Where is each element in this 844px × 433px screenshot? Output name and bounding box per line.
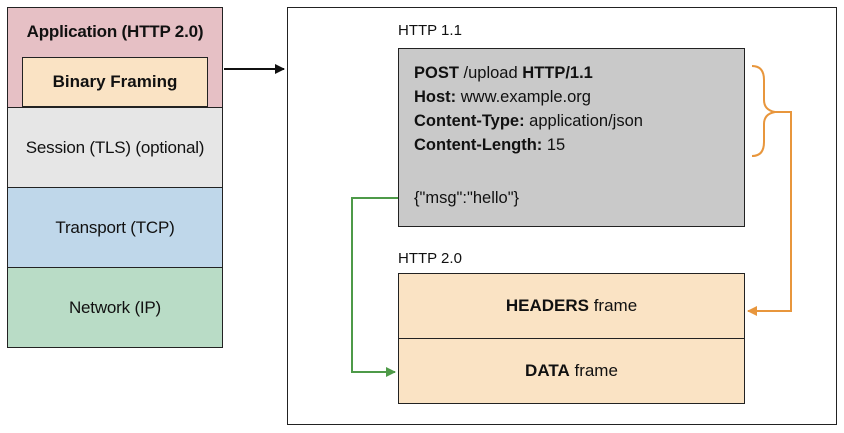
http-comparison-panel bbox=[287, 7, 837, 425]
session-layer: Session (TLS) (optional) bbox=[7, 107, 223, 188]
header-line-content-length: Content-Length: 15 bbox=[414, 136, 565, 155]
request-path: /upload bbox=[458, 64, 523, 82]
http2-caption: HTTP 2.0 bbox=[398, 250, 462, 267]
headers-frame: HEADERS frame bbox=[398, 273, 745, 339]
header-line-host: Host: www.example.org bbox=[414, 88, 591, 107]
header-name: Content-Type: bbox=[414, 112, 525, 130]
http11-request-box: POST /upload HTTP/1.1 Host: www.example.… bbox=[398, 48, 745, 227]
transport-layer-label: Transport (TCP) bbox=[55, 217, 175, 237]
header-value: 15 bbox=[542, 136, 566, 154]
headers-arrow bbox=[747, 111, 792, 316]
session-layer-label: Session (TLS) (optional) bbox=[25, 137, 205, 157]
header-name: Content-Length: bbox=[414, 136, 543, 154]
binary-framing-label: Binary Framing bbox=[52, 72, 178, 91]
network-layer: Network (IP) bbox=[7, 267, 223, 348]
request-line: POST /upload HTTP/1.1 bbox=[414, 64, 593, 83]
data-arrow bbox=[351, 197, 398, 377]
application-layer-label: Application (HTTP 2.0) bbox=[26, 22, 204, 41]
headers-brace bbox=[751, 65, 776, 157]
headers-frame-suffix: frame bbox=[588, 296, 638, 315]
headers-frame-type: HEADERS bbox=[505, 296, 589, 315]
binary-framing-layer: Binary Framing bbox=[22, 57, 208, 107]
http11-caption: HTTP 1.1 bbox=[398, 22, 462, 39]
header-line-content-type: Content-Type: application/json bbox=[414, 112, 643, 131]
network-layer-label: Network (IP) bbox=[68, 297, 162, 317]
data-frame-type: DATA bbox=[525, 361, 570, 380]
header-name: Host: bbox=[414, 88, 457, 106]
request-version: HTTP/1.1 bbox=[522, 64, 593, 82]
header-value: www.example.org bbox=[456, 88, 591, 106]
data-frame: DATA frame bbox=[398, 338, 745, 404]
data-frame-suffix: frame bbox=[569, 361, 618, 380]
request-body: {"msg":"hello"} bbox=[414, 189, 520, 207]
request-method: POST bbox=[414, 64, 459, 82]
header-value: application/json bbox=[524, 112, 643, 130]
